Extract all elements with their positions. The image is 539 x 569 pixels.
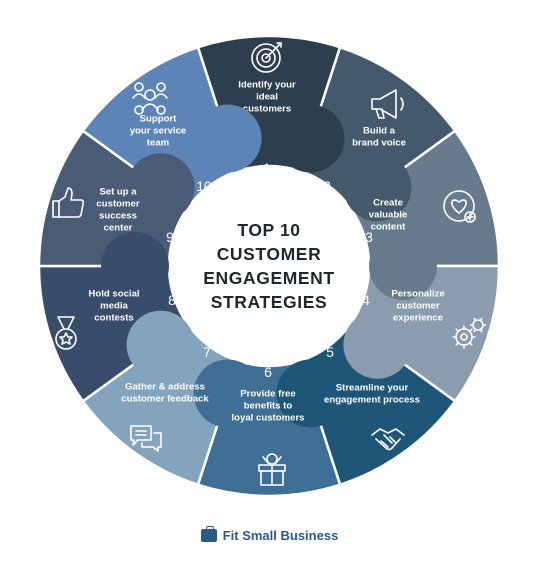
- gift-icon: [258, 453, 286, 486]
- segment-tab-3: [369, 232, 437, 300]
- segment-number-5: 5: [326, 344, 334, 360]
- segment-label-3: content: [371, 222, 406, 233]
- segment-number-4: 4: [362, 292, 370, 308]
- segment-label-7: Gather & address: [125, 382, 205, 393]
- segment-label-10: team: [147, 138, 169, 149]
- segment-tab-9: [126, 153, 195, 222]
- segment-tab-6: [193, 359, 262, 428]
- segment-label-1: Identify your: [238, 80, 296, 91]
- segment-label-1: ideal: [256, 92, 278, 103]
- segment-label-1: customers: [243, 104, 292, 115]
- brand-name: Fit Small Business: [222, 527, 339, 543]
- segment-label-8: Hold social: [88, 289, 139, 300]
- segment-label-8: contests: [94, 313, 133, 324]
- segment-label-5: engagement process: [324, 395, 420, 406]
- handshake-icon: [371, 428, 405, 451]
- title-line: STRATEGIES: [211, 292, 328, 312]
- segment-tab-2: [343, 153, 412, 222]
- segment-label-6: Provide free: [240, 389, 295, 400]
- chat-bubbles-icon: [130, 425, 162, 452]
- segment-tab-8: [101, 232, 169, 300]
- thumbs-up-icon: [52, 187, 85, 218]
- segment-number-7: 7: [203, 344, 211, 360]
- segment-label-3: valuable: [369, 210, 407, 221]
- segment-label-10: your service: [130, 126, 187, 137]
- segment-tab-10: [193, 104, 262, 173]
- title-line: TOP 10: [237, 220, 300, 240]
- center-circle: [169, 166, 369, 366]
- segment-number-8: 8: [168, 292, 176, 308]
- briefcase-icon: [200, 525, 217, 542]
- strategy-wheel: Identify youridealcustomers1Build abrand…: [37, 34, 501, 498]
- segment-label-2: Build a: [363, 126, 396, 137]
- heart-plus-icon: [443, 190, 476, 223]
- center-title: TOP 10 CUSTOMER ENGAGEMENT STRATEGIES: [203, 220, 334, 312]
- segment-label-9: Set up a: [99, 187, 137, 198]
- segment-label-4: customer: [396, 301, 439, 312]
- segment-number-3: 3: [365, 229, 373, 245]
- segment-label-9: success: [99, 211, 137, 222]
- segment-label-6: loyal customers: [231, 413, 304, 424]
- segment-label-10: Support: [140, 114, 178, 125]
- segment-label-2: brand voice: [352, 138, 406, 149]
- segment-label-3: Create: [373, 198, 403, 209]
- segment-tab-7: [126, 310, 195, 379]
- segment-label-8: media: [100, 301, 128, 312]
- segment-label-9: customer: [96, 199, 139, 210]
- segment-label-5: Streamline your: [336, 383, 409, 394]
- segment-label-7: customer feedback: [121, 394, 209, 405]
- segment-label-9: center: [104, 223, 133, 234]
- target-icon: [251, 42, 282, 73]
- segment-label-6: benefits to: [244, 401, 293, 412]
- segment-number-9: 9: [166, 229, 174, 245]
- segment-number-6: 6: [264, 364, 272, 380]
- medal-icon: [55, 316, 77, 350]
- segment-tab-4: [343, 310, 412, 379]
- title-line: CUSTOMER: [217, 244, 322, 264]
- segment-tab-1: [276, 104, 345, 173]
- segment-label-4: experience: [393, 313, 443, 324]
- segment-label-4: Personalize: [391, 289, 444, 300]
- title-line: ENGAGEMENT: [203, 268, 334, 288]
- gears-icon: [452, 317, 487, 349]
- brand-footer: Fit Small Business: [0, 524, 539, 546]
- team-icon: [132, 82, 168, 115]
- segment-tab-5: [276, 359, 345, 428]
- megaphone-icon: [371, 89, 404, 119]
